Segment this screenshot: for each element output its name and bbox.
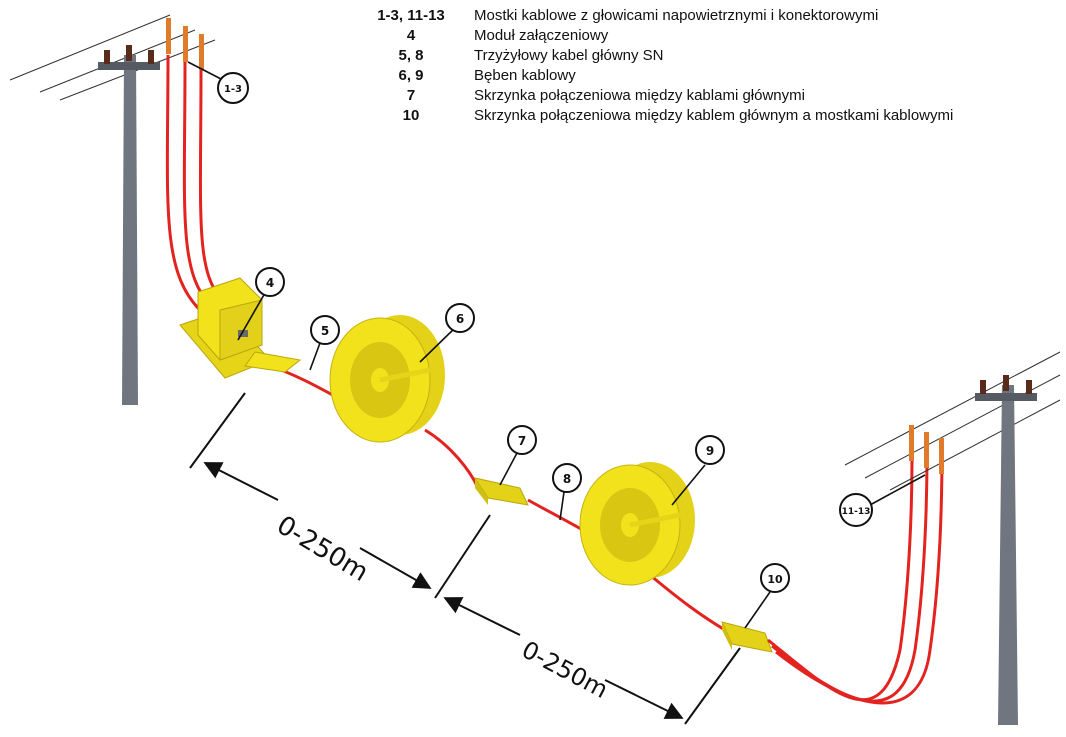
main-cable-segment: [424, 428, 480, 489]
legend-row: 1-3, 11-13 Mostki kablowe z głowicami na…: [352, 6, 953, 26]
svg-text:11-13: 11-13: [842, 507, 871, 517]
callout-6: 6: [445, 303, 475, 333]
legend-code: 7: [406, 87, 416, 104]
legend-code: 4: [406, 27, 416, 44]
callout-5: 5: [310, 315, 340, 345]
cable-drum-6: [329, 315, 445, 443]
legend-code: 1-3, 11-13: [377, 7, 445, 24]
dimension-lines: [189, 392, 741, 725]
legend-row: 6, 9 Bęben kablowy: [352, 66, 953, 86]
switching-module: [179, 277, 302, 379]
cable-bridges-left: [165, 54, 224, 312]
legend-row: 4 Moduł załączeniowy: [352, 26, 953, 46]
svg-text:9: 9: [706, 444, 714, 458]
cable-drum-9: [579, 462, 695, 586]
svg-text:5: 5: [321, 324, 329, 338]
svg-text:7: 7: [518, 434, 526, 448]
dimension-label-1: 0-250m: [271, 510, 373, 588]
legend: 1-3, 11-13 Mostki kablowe z głowicami na…: [352, 6, 953, 126]
callout-9: 9: [695, 435, 725, 465]
legend-row: 7 Skrzynka połączeniowa między kablami g…: [352, 86, 953, 106]
callout-10: 10: [760, 563, 790, 593]
svg-text:1-3: 1-3: [224, 84, 242, 95]
svg-text:10: 10: [767, 573, 783, 586]
legend-code: 5, 8: [398, 47, 424, 64]
callout-7: 7: [507, 425, 537, 455]
legend-row: 10 Skrzynka połączeniowa między kablem g…: [352, 106, 954, 126]
legend-row: 5, 8 Trzyżyłowy kabel główny SN: [352, 46, 953, 66]
main-cable-to-box10: [649, 573, 726, 632]
overhead-lines-right: [844, 351, 1061, 491]
callout-4: 4: [255, 267, 285, 297]
svg-text:8: 8: [563, 472, 571, 486]
cable-terminations-right: [909, 425, 944, 474]
legend-desc: Bęben kablowy: [474, 67, 576, 84]
callout-1-3: 1-3: [217, 72, 249, 104]
legend-desc: Skrzynka połączeniowa między kablami głó…: [474, 87, 805, 104]
svg-text:4: 4: [266, 276, 274, 290]
callout-8: 8: [552, 463, 582, 493]
pole-right: [975, 375, 1037, 725]
callout-11-13: 11-13: [839, 493, 873, 527]
legend-code: 6, 9: [398, 67, 424, 84]
legend-code: 10: [402, 107, 420, 124]
legend-desc: Skrzynka połączeniowa między kablem głów…: [474, 107, 954, 124]
junction-box-10: [721, 621, 773, 653]
pole-left: [98, 45, 160, 405]
dimension-label-2: 0-250m: [517, 636, 612, 704]
legend-desc: Moduł załączeniowy: [474, 27, 609, 44]
leader-lines: [187, 61, 926, 629]
legend-desc: Mostki kablowe z głowicami napowietrznym…: [474, 7, 879, 24]
cable-terminations-left: [166, 18, 204, 70]
cable-bridges-right: [767, 449, 944, 705]
legend-desc: Trzyżyłowy kabel główny SN: [474, 47, 664, 64]
junction-box-7: [473, 477, 529, 506]
svg-text:6: 6: [456, 312, 464, 326]
